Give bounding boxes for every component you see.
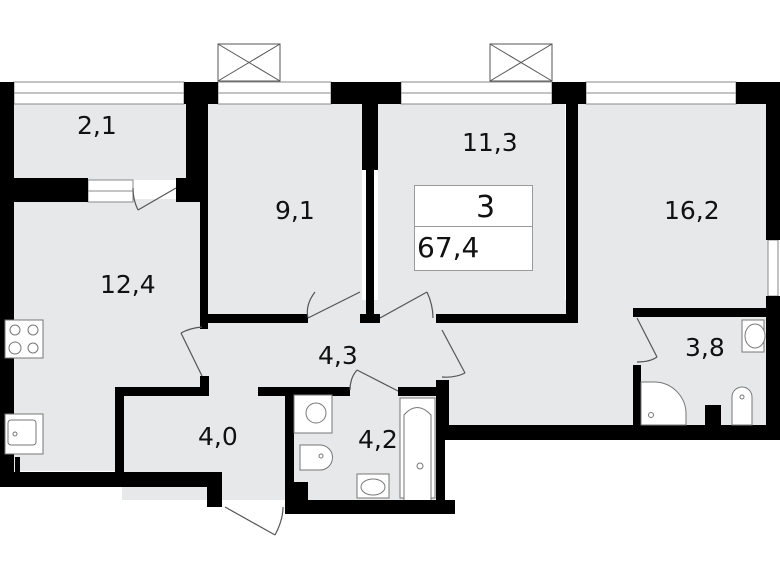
room-area-bathroom: 4,2	[358, 425, 398, 454]
room-area-shower-room: 3,8	[685, 333, 725, 362]
shower-toilet-icon	[731, 386, 753, 426]
kitchen-sink-icon	[4, 413, 44, 455]
ventilation-shafts	[217, 43, 553, 82]
room-area-bedroom-2: 11,3	[462, 128, 518, 157]
doors	[132, 187, 658, 536]
room-area-balcony: 2,1	[77, 111, 117, 140]
stove-icon	[4, 319, 44, 359]
walls	[0, 82, 780, 514]
room-area-entrance-hall: 4,0	[198, 422, 238, 451]
shower-washbasin-icon	[741, 319, 766, 353]
total-area: 67,4	[417, 231, 480, 264]
bathtub-icon	[399, 397, 436, 500]
room-count: 3	[415, 186, 532, 227]
sink-icon	[293, 394, 333, 434]
apartment-summary: 3 67,4	[414, 185, 533, 271]
washbasin-icon	[356, 473, 390, 499]
room-area-bedroom-1: 9,1	[275, 196, 315, 225]
windows	[13, 81, 779, 297]
room-area-living-room: 16,2	[664, 196, 720, 225]
room-area-kitchen: 12,4	[100, 270, 156, 299]
room-area-hallway: 4,3	[318, 341, 358, 370]
shower-tray-icon	[640, 381, 687, 426]
toilet-icon	[299, 444, 333, 471]
fixtures	[4, 319, 766, 500]
